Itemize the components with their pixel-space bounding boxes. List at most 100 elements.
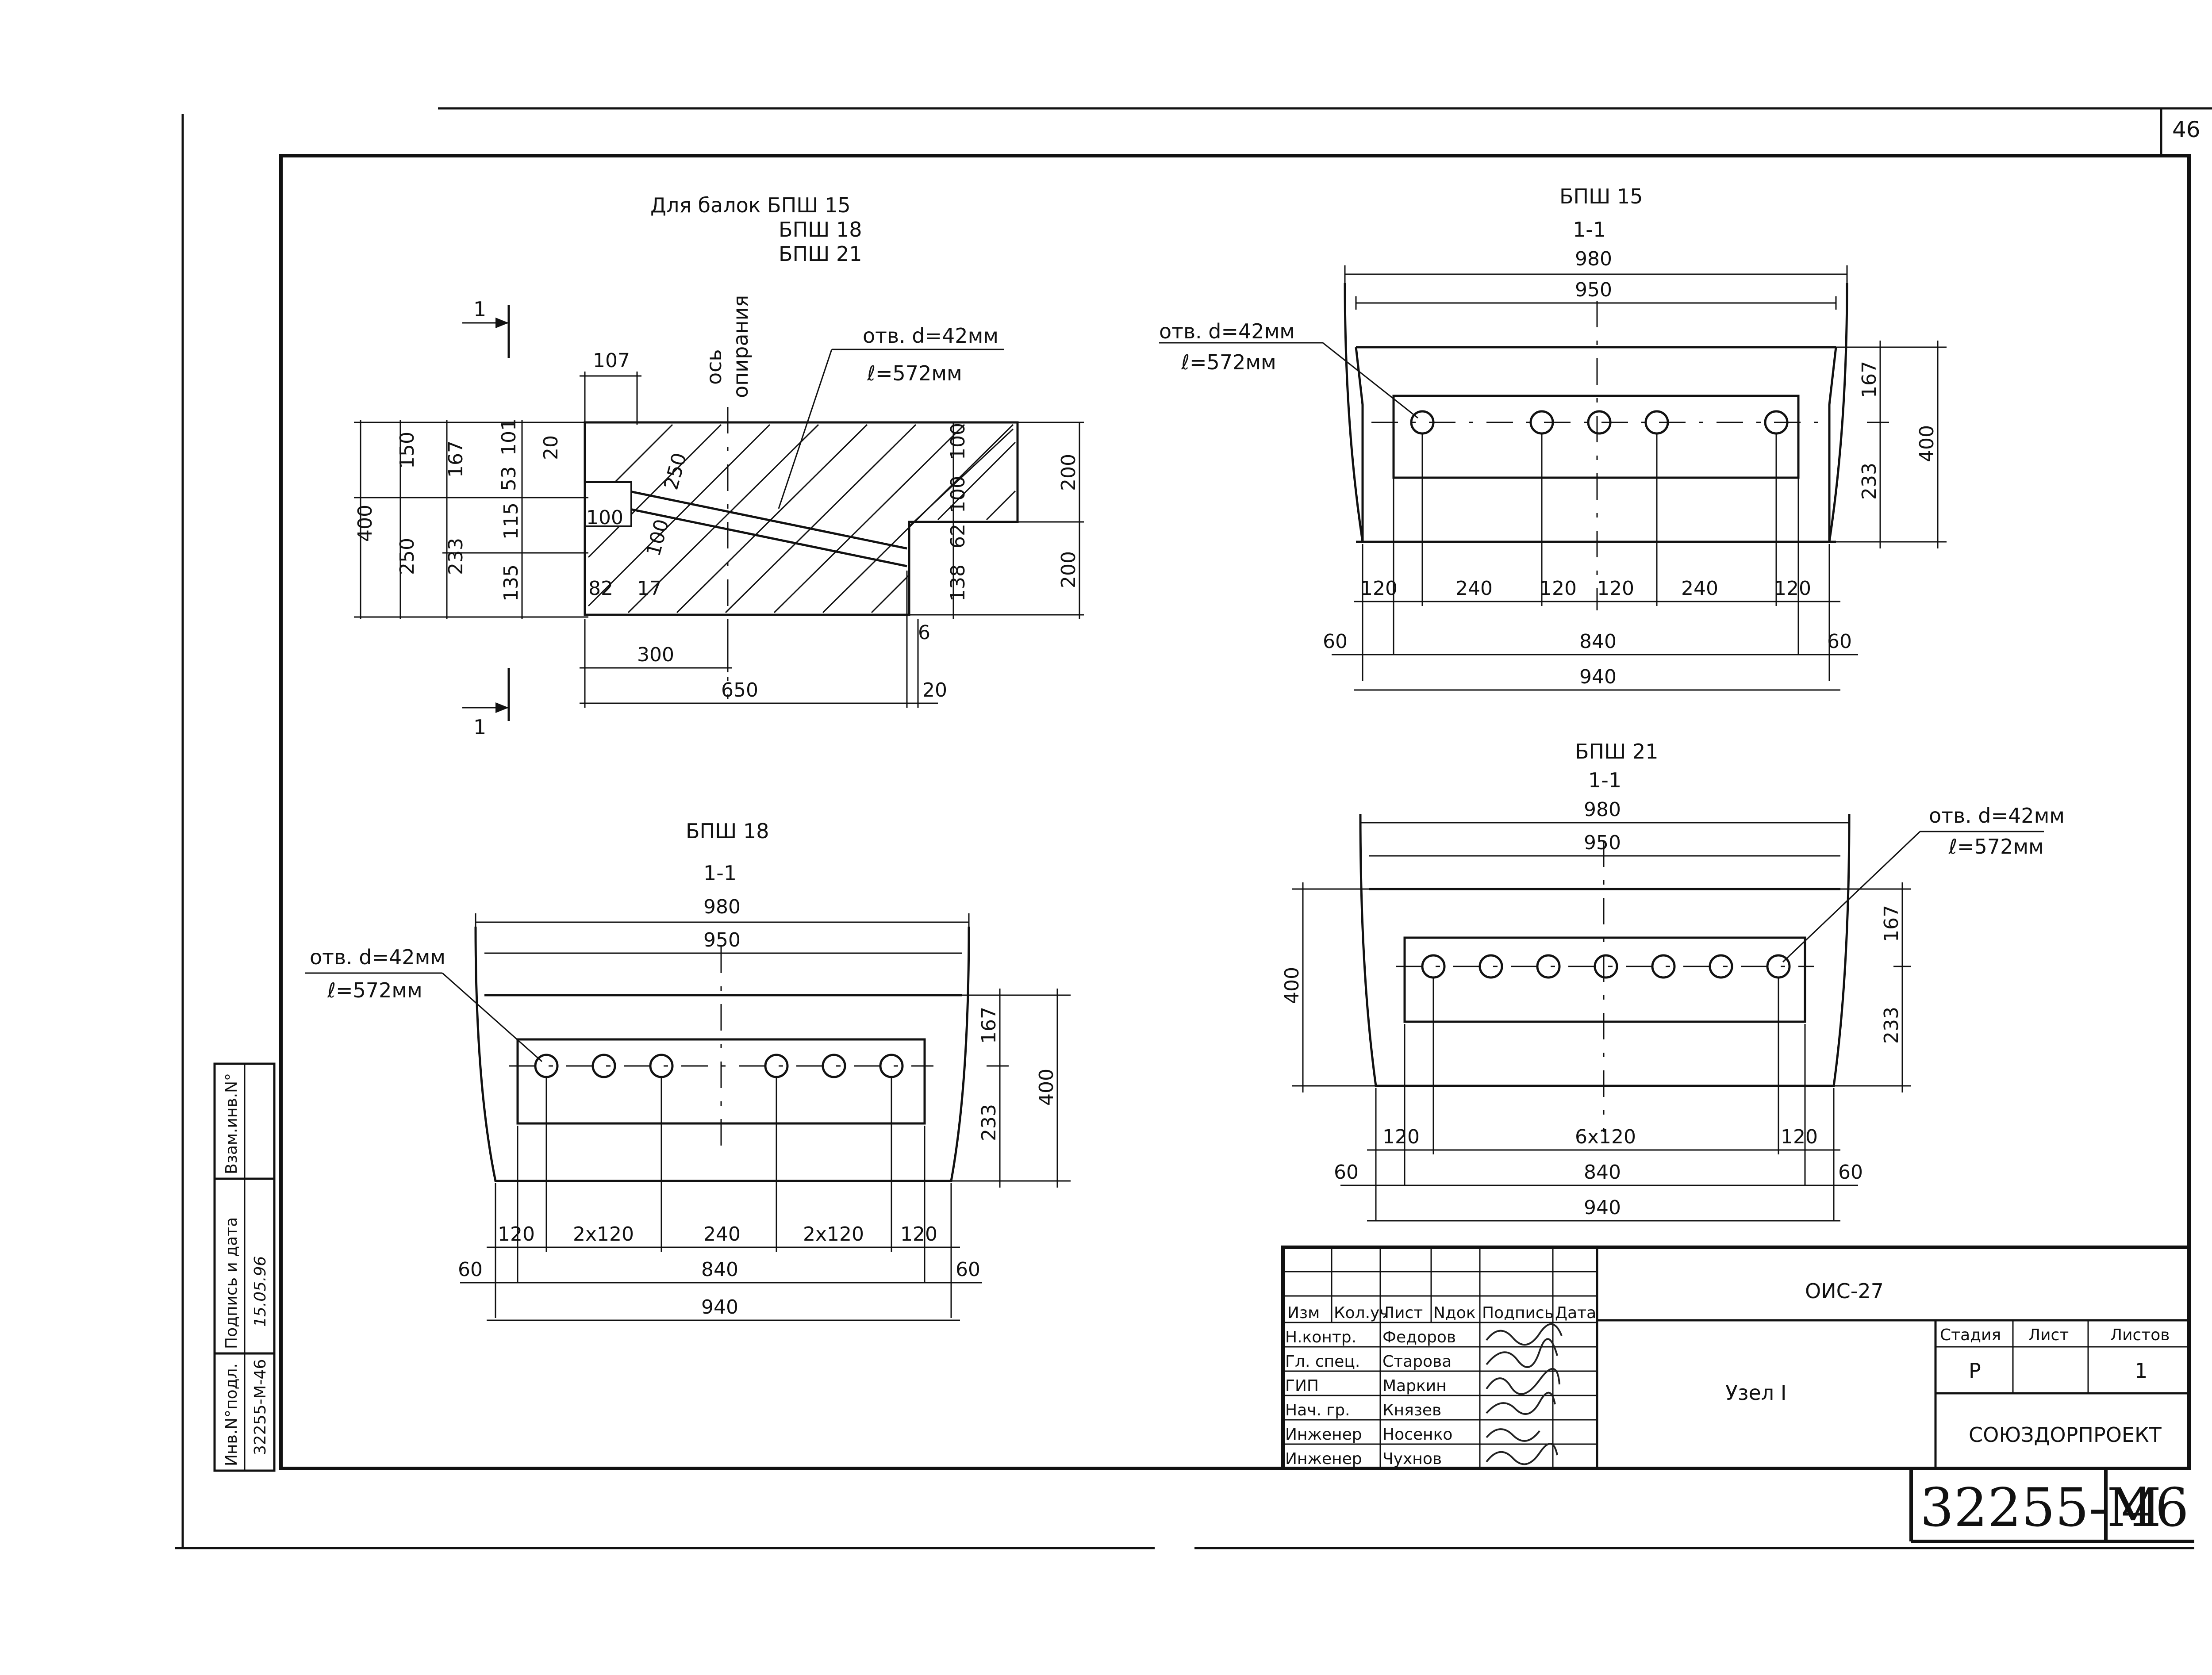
bpsh15-dim-980: 980 — [1575, 248, 1612, 270]
bpsh18-dim-400: 400 — [1035, 1069, 1058, 1106]
bpsh15-dim-240a: 240 — [1455, 577, 1493, 600]
dim-250: 250 — [396, 538, 419, 575]
bpsh18-dim-2x120a: 2х120 — [573, 1223, 634, 1246]
tb-header-ndok: Nдок — [1433, 1304, 1476, 1322]
sheet-frame — [175, 107, 2212, 1549]
bpsh15-title: БПШ 15 — [1559, 184, 1643, 208]
bpsh21-dim-6x120: 6х120 — [1575, 1126, 1636, 1148]
corner-sheet-number: 46 — [2172, 117, 2200, 142]
bpsh15-dim-233: 233 — [1858, 463, 1881, 500]
side-hole-diameter: отв. d=42мм — [863, 324, 998, 348]
signatures — [1486, 1323, 1563, 1465]
tb-header-izm: Изм — [1287, 1304, 1320, 1322]
bpsh18-section: 1-1 — [703, 861, 737, 885]
tb-role-3: ГИП — [1285, 1377, 1319, 1395]
dim-100c: 100 — [947, 423, 969, 460]
bpsh21-section: 1-1 — [1588, 768, 1621, 792]
title-block: Изм Кол.уч Лист Nдок Подпись Дата Н.конт… — [1281, 1246, 2191, 1470]
doc-code: 32255-М — [1920, 1477, 2161, 1539]
tb-org: СОЮЗДОРПРОЕКТ — [1969, 1423, 2162, 1447]
bpsh21-title: БПШ 21 — [1575, 740, 1659, 763]
bpsh18-dim-950: 950 — [703, 929, 741, 951]
dim-300: 300 — [637, 644, 674, 666]
dim-115: 115 — [500, 502, 522, 540]
section-mark-bottom: 1 — [473, 715, 486, 739]
bpsh15-section: 1-1 — [1573, 218, 1606, 241]
axis-label-2: опирания — [729, 295, 753, 398]
bpsh18-dim-840: 840 — [701, 1258, 738, 1281]
bpsh18-dim-120a: 120 — [498, 1223, 535, 1246]
stamp-inv-value: 32255-М-46 — [251, 1359, 269, 1455]
tb-header-koluch: Кол.уч — [1334, 1304, 1389, 1322]
bpsh21-dim-400: 400 — [1281, 967, 1303, 1004]
tb-name-1: Федоров — [1382, 1328, 1456, 1346]
dim-6: 6 — [918, 621, 930, 644]
note-line-1: Для балок БПШ 15 — [650, 193, 851, 217]
bpsh18-dim-120b: 120 — [900, 1223, 937, 1246]
dim-100a: 100 — [586, 506, 623, 529]
tb-role-2: Гл. спец. — [1285, 1353, 1360, 1371]
dim-107: 107 — [593, 349, 630, 372]
sheet-number: 46 — [2121, 1477, 2189, 1539]
tb-name-2: Старова — [1382, 1353, 1452, 1371]
tb-designation: ОИС-27 — [1805, 1279, 1884, 1303]
dim-100b: 100 — [642, 517, 673, 559]
bpsh18-dim-940: 940 — [701, 1296, 738, 1319]
dim-17: 17 — [637, 577, 662, 600]
tb-name-6: Чухнов — [1382, 1450, 1442, 1468]
bpsh15-dim-950: 950 — [1575, 279, 1612, 301]
bpsh21-dim-940: 940 — [1584, 1196, 1621, 1219]
stamp-vzam: Взам.инв.N° — [223, 1073, 241, 1174]
tb-role-4: Нач. гр. — [1285, 1401, 1350, 1419]
dim-20b: 20 — [922, 679, 947, 701]
bpsh21-dim-840: 840 — [1584, 1161, 1621, 1184]
dim-138: 138 — [947, 564, 969, 602]
bpsh15-dim-120c: 120 — [1597, 577, 1634, 600]
axis-label-1: ось — [702, 349, 726, 385]
dim-650: 650 — [721, 679, 758, 701]
section-arrow-bottom — [495, 702, 509, 713]
tb-header-podpis: Подпись — [1482, 1304, 1554, 1322]
dim-135: 135 — [500, 564, 522, 602]
tb-sheet-label: Лист — [2028, 1326, 2069, 1344]
bpsh21-dim-120a: 120 — [1382, 1126, 1420, 1148]
stamp-inv-orig: Инв.N°подл. — [223, 1363, 241, 1466]
bpsh15-hole-length: ℓ=572мм — [1181, 350, 1276, 374]
bpsh18-dim-2x120b: 2х120 — [803, 1223, 864, 1246]
note-line-2: БПШ 18 — [779, 218, 862, 241]
bpsh21-dim-233: 233 — [1880, 1007, 1903, 1044]
dim-53: 53 — [498, 466, 520, 491]
bpsh21-dim-60b: 60 — [1838, 1161, 1863, 1184]
side-view: 1 1 ось опирания отв. d=42мм ℓ=572мм — [354, 295, 1084, 739]
bpsh21-dim-60a: 60 — [1334, 1161, 1359, 1184]
bpsh18-title: БПШ 18 — [686, 819, 769, 843]
note-line-3: БПШ 21 — [779, 242, 862, 266]
bpsh21-hole-length: ℓ=572мм — [1948, 835, 2044, 859]
bpsh21-dim-980: 980 — [1584, 798, 1621, 821]
bpsh21-dim-167: 167 — [1880, 905, 1903, 942]
bpsh18-dim-240: 240 — [703, 1223, 741, 1246]
bpsh15-dim-240b: 240 — [1681, 577, 1718, 600]
side-stamp: Взам.инв.N° Подпись и дата 15.05.96 Инв.… — [213, 1062, 276, 1472]
dim-167: 167 — [445, 441, 467, 478]
tb-header-list: Лист — [1382, 1304, 1423, 1322]
bpsh15-dim-60a: 60 — [1323, 630, 1348, 653]
bpsh18-dim-233: 233 — [978, 1104, 1000, 1141]
bpsh15-dim-940: 940 — [1579, 666, 1617, 688]
bpsh15-dim-120a: 120 — [1360, 577, 1398, 600]
bpsh15-dim-120b: 120 — [1540, 577, 1577, 600]
bpsh15-dim-60b: 60 — [1827, 630, 1852, 653]
tb-stage-value: Р — [1969, 1359, 1981, 1383]
bpsh15-dim-400: 400 — [1916, 425, 1938, 462]
dim-250b: 250 — [660, 451, 691, 492]
section-arrow-top — [495, 318, 509, 328]
stamp-sign-date: Подпись и дата — [223, 1217, 241, 1349]
tb-header-data: Дата — [1555, 1304, 1596, 1322]
bpsh21-dim-120b: 120 — [1781, 1126, 1818, 1148]
bpsh21-hole-diameter: отв. d=42мм — [1929, 804, 2065, 828]
tb-sheets-label: Листов — [2110, 1326, 2170, 1344]
tb-name: Узел I — [1725, 1381, 1786, 1405]
tb-role-5: Инженер — [1285, 1426, 1362, 1444]
bpsh15-hole-diameter: отв. d=42мм — [1159, 319, 1295, 343]
section-mark-top: 1 — [473, 297, 486, 321]
